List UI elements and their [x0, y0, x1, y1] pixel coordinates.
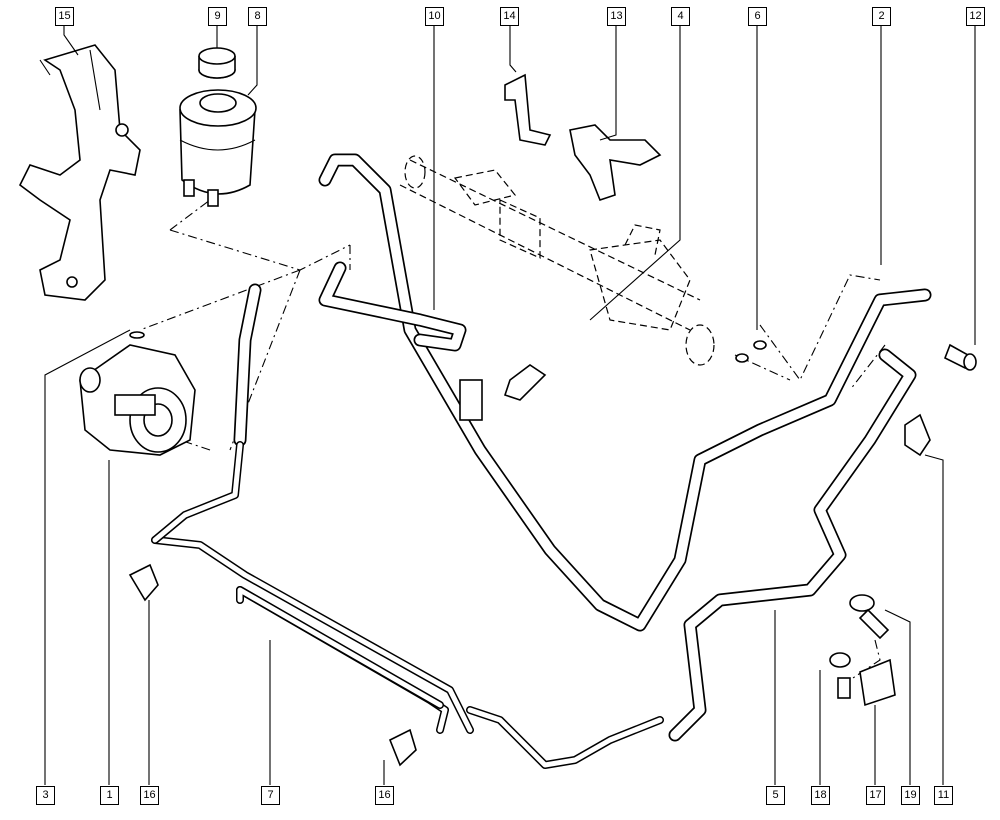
hose-clip-16b — [388, 728, 417, 767]
callout-2: 2 — [872, 7, 891, 26]
callout-14: 14 — [500, 7, 519, 26]
fluid-cooler — [151, 441, 664, 769]
callout-19: 19 — [901, 786, 920, 805]
pump-bracket — [18, 44, 141, 301]
callout-11: 11 — [934, 786, 953, 805]
callout-13: 13 — [607, 7, 626, 26]
callout-7: 7 — [261, 786, 280, 805]
callout-6: 6 — [748, 7, 767, 26]
pipe-union — [459, 364, 547, 421]
return-hose — [668, 348, 917, 742]
o-ring-seals — [735, 340, 767, 363]
callout-9: 9 — [208, 7, 227, 26]
callout-12: 12 — [966, 7, 985, 26]
mounting-bolt — [849, 594, 890, 640]
callout-10: 10 — [425, 7, 444, 26]
callout-1: 1 — [100, 786, 119, 805]
callout-5: 5 — [766, 786, 785, 805]
hose-bracket-13 — [569, 124, 662, 201]
callout-17: 17 — [866, 786, 885, 805]
callout-16-left: 16 — [140, 786, 159, 805]
leader-lines — [44, 25, 976, 785]
steering-pump — [79, 331, 196, 456]
hose-bracket-14 — [504, 73, 552, 146]
callout-15: 15 — [55, 7, 74, 26]
banjo-bolt — [943, 343, 977, 371]
mounting-nut — [829, 652, 851, 699]
mounting-plate — [859, 658, 896, 707]
callout-4: 4 — [671, 7, 690, 26]
assembly-lines — [139, 199, 886, 681]
callout-18: 18 — [811, 786, 830, 805]
callout-16-center: 16 — [375, 786, 394, 805]
hose-clip-16a — [128, 563, 159, 602]
callout-3: 3 — [36, 786, 55, 805]
reservoir-hose — [233, 261, 467, 447]
steering-rack-outline — [399, 155, 715, 366]
hose-clip-11 — [904, 413, 931, 457]
pressure-hose — [318, 153, 932, 632]
reservoir-cap — [198, 47, 236, 79]
fluid-reservoir — [179, 89, 257, 207]
callout-8: 8 — [248, 7, 267, 26]
